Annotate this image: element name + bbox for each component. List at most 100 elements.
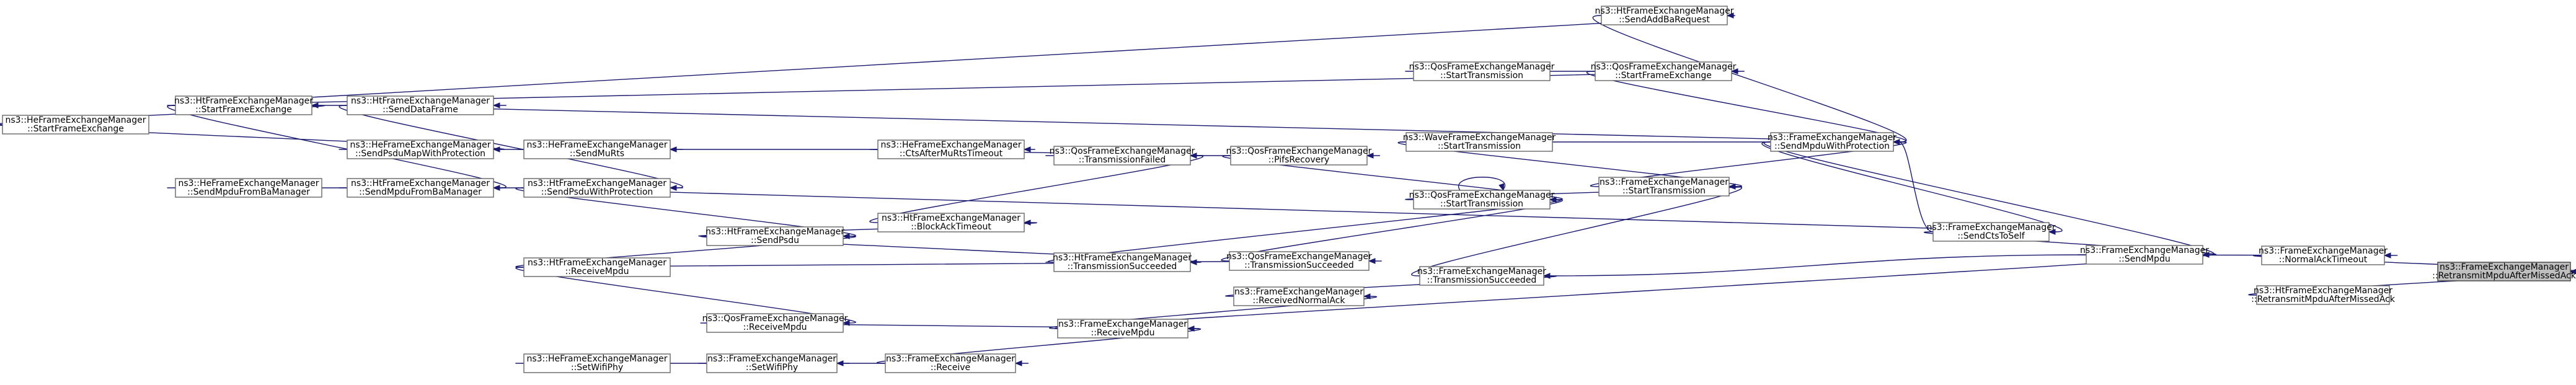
edge-send-mpdu-to-fem-transmission-succeeded [1543, 254, 2087, 279]
node-ht-transmission-succeeded[interactable]: ns3::HtFrameExchangeManager::Transmissio… [1053, 252, 1192, 272]
node-label-line: ns3::HeFrameExchangeManager [526, 140, 667, 150]
edge-arrowhead [2202, 252, 2210, 258]
edge-line [1397, 141, 1742, 187]
node-label-line: ::ReceivedNormalAck [1253, 296, 1346, 306]
node-box [523, 353, 671, 373]
node-he-start-frame-exchange[interactable]: ns3::HeFrameExchangeManager::StartFrameE… [2, 115, 149, 135]
node-ht-send-data-frame[interactable]: ns3::HtFrameExchangeManager::SendDataFra… [347, 95, 494, 115]
node-fem-set-wifi-phy[interactable]: ns3::FrameExchangeManager::SetWifiPhy [706, 353, 838, 373]
node-label-line: ns3::HeFrameExchangeManager [350, 140, 490, 150]
node-label-line: ns3::FrameExchangeManager [886, 354, 1015, 364]
edge-fem-received-normal-ack-to-fem-transmission-succeeded [1225, 273, 1557, 297]
node-label-line: ns3::QosFrameExchangeManager [1050, 146, 1195, 156]
node-label-line: ::Receive [931, 363, 970, 373]
node-fem-receive[interactable]: ns3::FrameExchangeManager::Receive [885, 353, 1016, 373]
node-box [2, 115, 149, 135]
node-box [175, 95, 312, 115]
node-box [1229, 251, 1370, 271]
node-label-line: ::SendMuRts [570, 149, 624, 159]
edge-line [1761, 141, 2063, 232]
node-ht-start-frame-exchange[interactable]: ns3::HtFrameExchangeManager::StartFrameE… [174, 95, 313, 115]
node-box [1598, 177, 1730, 197]
node-label-line: ::RetransmitMpduAfterMissedAck [2432, 271, 2576, 281]
edge-line [344, 105, 1901, 143]
node-qos-transmission-succeeded[interactable]: ns3::QosFrameExchangeManager::Transmissi… [1226, 251, 1372, 271]
edge-arrowhead [669, 185, 677, 191]
node-fem-start-transmission[interactable]: ns3::FrameExchangeManager::StartTransmis… [1598, 177, 1730, 197]
node-label-line: ::StartTransmission [1622, 186, 1706, 196]
node-label-line: ::BlockAckTimeout [911, 222, 991, 232]
node-label-line: ::SendAddBaRequest [1619, 15, 1710, 25]
node-qos-start-frame-exchange[interactable]: ns3::QosFrameExchangeManager::StartFrame… [1591, 61, 1737, 81]
node-box [347, 95, 494, 115]
node-label-line: ::SetWifiPhy [746, 363, 798, 373]
edge-line [1549, 254, 2087, 277]
node-label-line: ::StartTransmission [1440, 199, 1523, 209]
node-label-line: ns3::HtFrameExchangeManager [528, 179, 666, 188]
node-label-line: ::RetransmitMpduAfterMissedAck [2251, 294, 2396, 304]
node-label-line: ::SendMpduWithProtection [1774, 141, 1890, 151]
node-qos-start-transmission-top[interactable]: ns3::QosFrameExchangeManager::StartTrans… [1409, 61, 1555, 81]
node-ht-send-add-ba-request[interactable]: ns3::HtFrameExchangeManager::SendAddBaRe… [1595, 6, 1734, 25]
node-retransmit-missed-ack[interactable]: ns3::FrameExchangeManager::RetransmitMpd… [2432, 262, 2576, 281]
node-qos-pifs-recovery[interactable]: ns3::QosFrameExchangeManager::PifsRecove… [1226, 146, 1372, 166]
node-label-line: ::StartFrameExchange [195, 105, 292, 115]
edge-ht-send-data-frame-to-send-mpdu-with-protection [344, 105, 1901, 145]
edge-ht-transmission-succeeded-to-qos-transmission-succeeded [1045, 258, 1382, 264]
node-box [1595, 61, 1732, 81]
edge-he-send-psdu-map-with-protection-to-he-send-mu-rts [339, 146, 683, 153]
node-normal-ack-timeout[interactable]: ns3::FrameExchangeManager::NormalAckTime… [2259, 246, 2388, 265]
edge-arrowhead [2569, 268, 2576, 275]
node-ht-retransmit-missed-ack[interactable]: ns3::HtFrameExchangeManager::RetransmitM… [2251, 285, 2396, 305]
node-label-line: ::SendDataFrame [383, 105, 458, 115]
node-label-line: ::SendMpduFromBaManager [359, 187, 482, 197]
node-ht-send-mpdu-from-ba-manager[interactable]: ns3::HtFrameExchangeManager::SendMpduFro… [347, 178, 494, 198]
node-he-cts-after-mu-rts-timeout[interactable]: ns3::HeFrameExchangeManager::CtsAfterMuR… [877, 139, 1025, 159]
node-label-line: ns3::HtFrameExchangeManager [706, 227, 844, 237]
node-qos-receive-mpdu[interactable]: ns3::QosFrameExchangeManager::ReceiveMpd… [702, 313, 848, 333]
node-label-line: ns3::FrameExchangeManager [707, 354, 836, 364]
edge-arrowhead [1189, 259, 1197, 265]
node-send-mpdu-with-protection[interactable]: ns3::FrameExchangeManager::SendMpduWithP… [1768, 132, 1897, 152]
node-ht-block-ack-timeout[interactable]: ns3::HtFrameExchangeManager::BlockAckTim… [877, 213, 1025, 232]
edge-ht-start-frame-exchange-to-ht-send-add-ba-request [172, 12, 1735, 106]
edge-fem-transmission-succeeded-to-fem-start-transmission [1411, 184, 1742, 277]
node-wave-start-transmission[interactable]: ns3::WaveFrameExchangeManager::StartTran… [1403, 132, 1556, 152]
edge-line [1054, 254, 2211, 329]
node-ht-receive-mpdu[interactable]: ns3::HtFrameExchangeManager::ReceiveMpdu [523, 257, 671, 277]
node-he-set-wifi-phy[interactable]: ns3::HeFrameExchangeManager::SetWifiPhy [523, 353, 671, 373]
edge-arrowhead [1549, 197, 1557, 203]
node-send-cts-to-self[interactable]: ns3::FrameExchangeManager::SendCtsToSelf [1927, 222, 2056, 242]
node-label-line: ::NormalAckTimeout [2279, 255, 2368, 265]
node-ht-send-psdu[interactable]: ns3::HtFrameExchangeManager::SendPsdu [706, 226, 844, 246]
node-he-send-mpdu-from-ba-manager[interactable]: ns3::HeFrameExchangeManager::SendMpduFro… [175, 178, 322, 198]
node-box [523, 139, 671, 159]
node-label-line: ns3::FrameExchangeManager [1600, 177, 1728, 187]
node-he-send-mu-rts[interactable]: ns3::HeFrameExchangeManager::SendMuRts [523, 139, 671, 159]
node-label-line: ::TransmissionSucceeded [1427, 275, 1537, 285]
node-box [885, 353, 1016, 373]
node-qos-transmission-failed[interactable]: ns3::QosFrameExchangeManager::Transmissi… [1050, 146, 1195, 166]
edge-arrowhead [1363, 293, 1371, 299]
edge-line [521, 187, 2058, 232]
node-box [1413, 190, 1551, 210]
node-fem-received-normal-ack[interactable]: ns3::FrameExchangeManager::ReceivedNorma… [1233, 286, 1365, 306]
node-box [706, 353, 838, 373]
node-fem-transmission-succeeded[interactable]: ns3::FrameExchangeManager::TransmissionS… [1417, 266, 1546, 286]
node-label-line: ::ReceiveMpdu [743, 322, 807, 332]
edge-fem-receive-mpdu-to-send-mpdu [1054, 252, 2211, 329]
node-label-line: ns3::WaveFrameExchangeManager [1403, 133, 1556, 143]
node-send-mpdu[interactable]: ns3::FrameExchangeManager::SendMpdu [2080, 245, 2209, 265]
edge-arrowhead [1366, 153, 1374, 159]
edge-line [339, 105, 683, 188]
node-label-line: ::StartFrameExchange [1615, 71, 1712, 81]
node-qos-start-transmission[interactable]: ns3::QosFrameExchangeManager::StartTrans… [1409, 190, 1555, 210]
node-he-send-psdu-map-with-protection[interactable]: ns3::HeFrameExchangeManager::SendPsduMap… [347, 139, 494, 159]
node-ht-send-psdu-with-protection[interactable]: ns3::HtFrameExchangeManager::SendPsduWit… [523, 178, 671, 198]
node-label-line: ::TransmissionSucceeded [1068, 262, 1177, 272]
node-fem-receive-mpdu[interactable]: ns3::FrameExchangeManager::ReceiveMpdu [1057, 319, 1188, 339]
node-box [347, 139, 494, 159]
edge-line [1898, 141, 1934, 232]
edge-arrowhead [1023, 146, 1031, 153]
